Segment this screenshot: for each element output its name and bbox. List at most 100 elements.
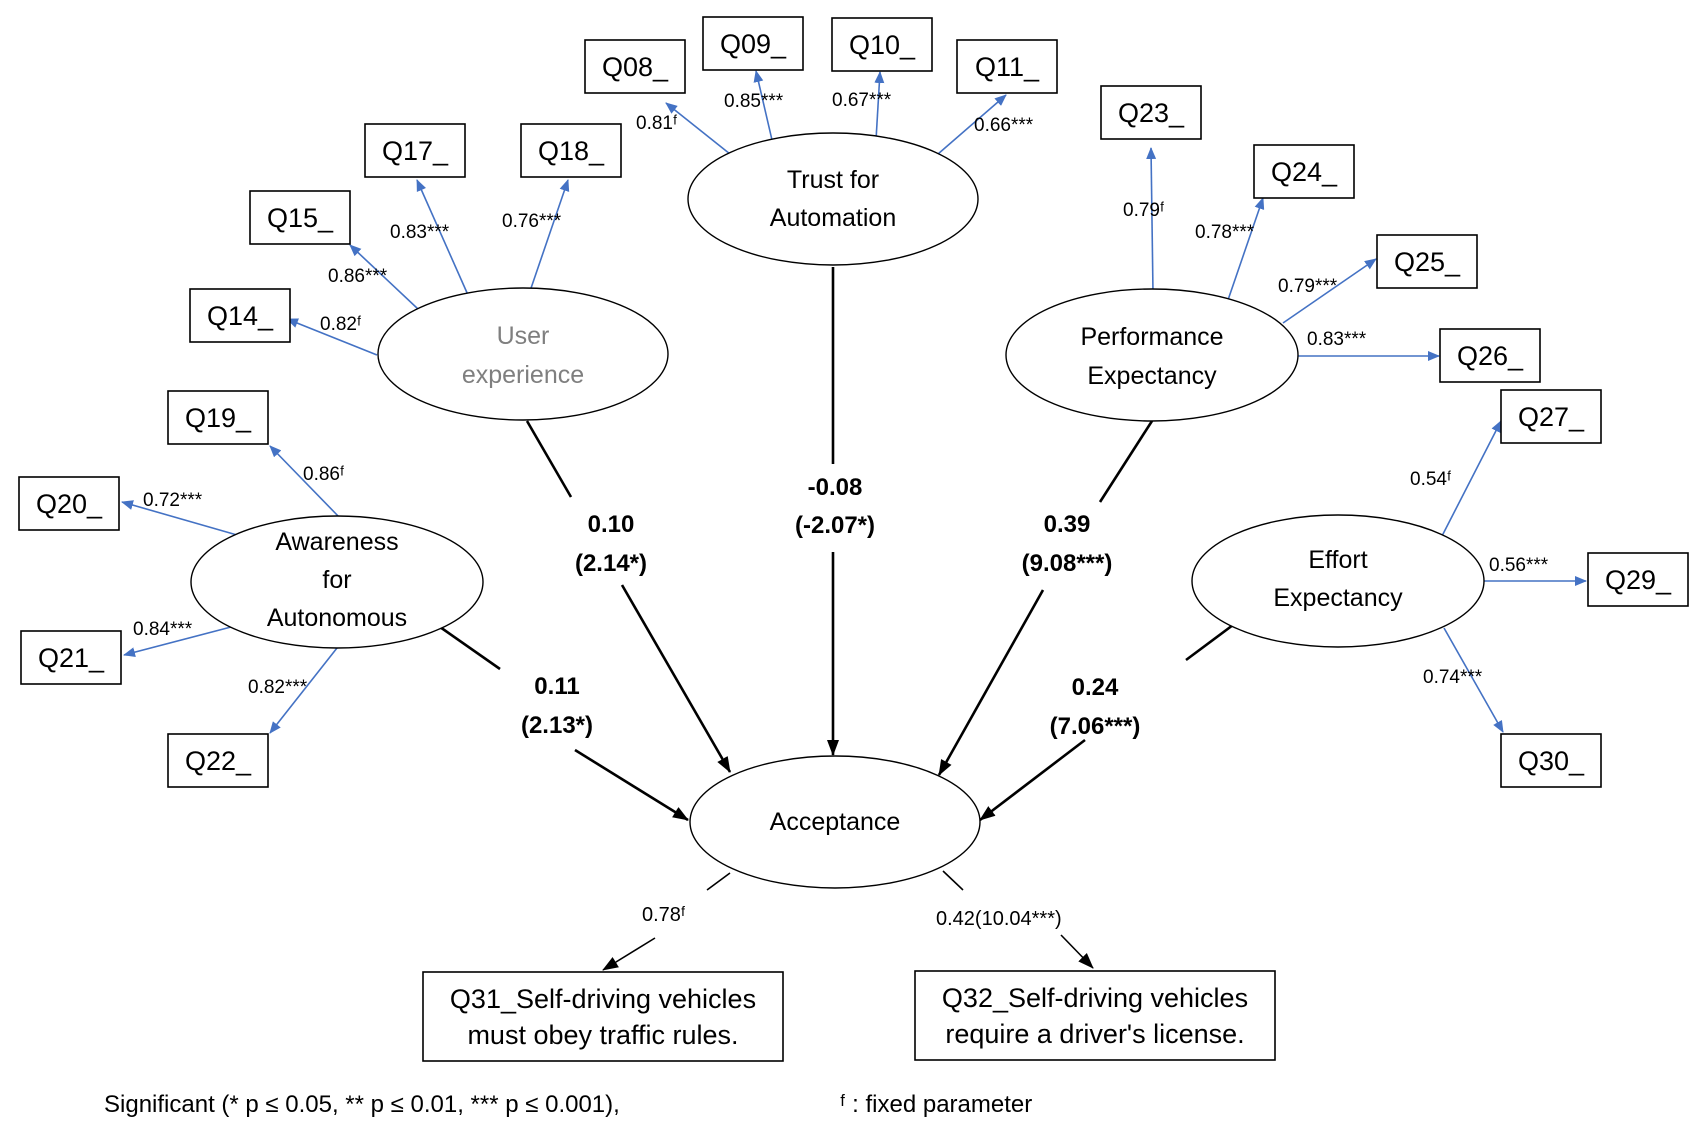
indicator-q29: Q29_ bbox=[1587, 552, 1689, 607]
loading-line-q10 bbox=[874, 71, 885, 141]
indicator-q22-box bbox=[167, 733, 269, 788]
latent-awareness-label-3: Autonomous bbox=[267, 604, 407, 632]
loading-q32: 0.42(10.04***) bbox=[936, 908, 1062, 930]
error-line-q32-upper bbox=[942, 870, 964, 891]
latent-awareness: Awareness for Autonomous bbox=[190, 515, 484, 649]
loading-q10: 0.67*** bbox=[832, 90, 892, 111]
indicator-q08-box bbox=[584, 39, 686, 94]
loading-q31: 0.78ᶠ bbox=[642, 904, 686, 926]
error-line-q32-arrow bbox=[1060, 934, 1094, 969]
latent-user-experience: User experience bbox=[377, 287, 669, 421]
loading-line-q19 bbox=[269, 445, 341, 519]
indicator-q14-label: Q14_ bbox=[207, 301, 274, 331]
path-coef-effort: 0.24 bbox=[1072, 674, 1119, 701]
error-line-q31-upper bbox=[706, 872, 731, 891]
indicator-q21-box bbox=[20, 630, 122, 685]
error-line-q31-arrow bbox=[602, 937, 656, 971]
indicator-q31-line-2: must obey traffic rules. bbox=[467, 1020, 738, 1050]
path-aw-arrow bbox=[574, 748, 689, 822]
latent-trust: Trust for Automation bbox=[687, 132, 979, 266]
latent-performance-ellipse bbox=[1005, 288, 1299, 422]
latent-performance-label-2: Expectancy bbox=[1087, 362, 1217, 390]
indicator-q24: Q24_ bbox=[1253, 144, 1355, 199]
loading-q25: 0.79*** bbox=[1278, 276, 1338, 297]
indicator-q09-label: Q09_ bbox=[720, 29, 787, 59]
indicator-q25: Q25_ bbox=[1376, 234, 1478, 289]
structural-paths bbox=[439, 267, 1234, 971]
indicator-q21-label: Q21_ bbox=[38, 643, 105, 673]
loading-line-q21 bbox=[123, 626, 232, 658]
latent-effort-label-1: Effort bbox=[1308, 546, 1367, 574]
indicator-q15-box bbox=[249, 190, 351, 245]
loading-q22: 0.82*** bbox=[248, 677, 308, 698]
loading-q09: 0.85*** bbox=[724, 91, 784, 112]
path-ux-upper bbox=[525, 420, 573, 498]
latent-effort: Effort Expectancy bbox=[1191, 514, 1485, 648]
indicator-q25-box bbox=[1376, 234, 1478, 289]
indicator-q15-label: Q15_ bbox=[267, 203, 334, 233]
path-ee-upper bbox=[1185, 623, 1234, 662]
loading-line-q08 bbox=[665, 102, 731, 155]
loading-line-q18 bbox=[527, 179, 570, 298]
latent-acceptance: Acceptance bbox=[689, 755, 981, 889]
loading-line-q09 bbox=[753, 70, 773, 141]
loading-line-q20 bbox=[121, 500, 238, 536]
path-coef-performance: 0.39 bbox=[1044, 511, 1091, 538]
latent-acceptance-ellipse bbox=[689, 755, 981, 889]
footnote-fixed: ᶠ : fixed parameter bbox=[840, 1091, 1032, 1118]
loading-line-q23 bbox=[1146, 147, 1157, 294]
indicator-q11-label: Q11_ bbox=[975, 52, 1040, 82]
path-pe-arrow bbox=[937, 589, 1045, 776]
indicator-q32: Q32_Self-driving vehicles require a driv… bbox=[914, 970, 1276, 1061]
indicator-q32-box bbox=[914, 970, 1276, 1061]
latent-user-experience-ellipse bbox=[377, 287, 669, 421]
loading-q27: 0.54ᶠ bbox=[1410, 469, 1451, 490]
indicator-q29-label: Q29_ bbox=[1605, 565, 1672, 595]
latent-awareness-label-1: Awareness bbox=[275, 528, 398, 556]
path-coef-awareness: 0.11 bbox=[534, 673, 579, 700]
loading-line-q17 bbox=[416, 179, 469, 296]
indicator-q14: Q14_ bbox=[189, 288, 291, 343]
indicator-q27-label: Q27_ bbox=[1518, 402, 1585, 432]
path-ee-arrow bbox=[979, 738, 1086, 822]
latent-effort-label-2: Expectancy bbox=[1273, 584, 1403, 612]
indicator-q10-box bbox=[831, 17, 933, 72]
loading-line-q27 bbox=[1441, 420, 1502, 537]
path-coefficients: -0.08 (-2.07*) 0.10 (2.14*) 0.39 (9.08**… bbox=[521, 474, 1140, 740]
indicator-q23: Q23_ bbox=[1100, 85, 1202, 140]
loading-q30: 0.74*** bbox=[1423, 667, 1483, 688]
latent-user-experience-label-2: experience bbox=[462, 361, 584, 389]
indicator-q11: Q11_ bbox=[956, 39, 1058, 94]
indicator-q08: Q08_ bbox=[584, 39, 686, 94]
path-aw-upper bbox=[439, 625, 501, 671]
path-pe-upper bbox=[1098, 420, 1154, 503]
loading-line-q25 bbox=[1282, 258, 1377, 324]
loading-q15: 0.86*** bbox=[328, 266, 388, 287]
indicator-q09-box bbox=[702, 16, 804, 71]
loading-q14: 0.82ᶠ bbox=[320, 314, 361, 335]
indicator-q15: Q15_ bbox=[249, 190, 351, 245]
indicator-q19-box bbox=[167, 390, 269, 445]
indicator-q18-label: Q18_ bbox=[538, 136, 605, 166]
indicator-q22-label: Q22_ bbox=[185, 746, 252, 776]
path-t-performance: (9.08***) bbox=[1022, 550, 1113, 577]
latent-trust-label-2: Automation bbox=[770, 204, 896, 232]
indicator-q32-line-2: require a driver's license. bbox=[945, 1019, 1244, 1049]
latent-trust-label-1: Trust for bbox=[787, 166, 879, 194]
loading-q23: 0.79ᶠ bbox=[1123, 200, 1164, 221]
indicator-q20: Q20_ bbox=[18, 476, 120, 531]
indicator-q32-line-1: Q32_Self-driving vehicles bbox=[942, 983, 1248, 1013]
indicator-q26: Q26_ bbox=[1439, 328, 1541, 383]
path-t-trust: (-2.07*) bbox=[795, 512, 875, 539]
indicator-q09: Q09_ bbox=[702, 16, 804, 71]
loading-q20: 0.72*** bbox=[143, 490, 203, 511]
indicator-q27: Q27_ bbox=[1500, 389, 1602, 444]
loading-lines bbox=[121, 70, 1587, 734]
loading-q29: 0.56*** bbox=[1489, 555, 1549, 576]
indicator-q31-line-1: Q31_Self-driving vehicles bbox=[450, 984, 756, 1014]
indicator-q27-box bbox=[1500, 389, 1602, 444]
loading-line-q15 bbox=[349, 244, 419, 310]
indicator-q25-label: Q25_ bbox=[1394, 247, 1461, 277]
loading-q26: 0.83*** bbox=[1307, 329, 1367, 350]
